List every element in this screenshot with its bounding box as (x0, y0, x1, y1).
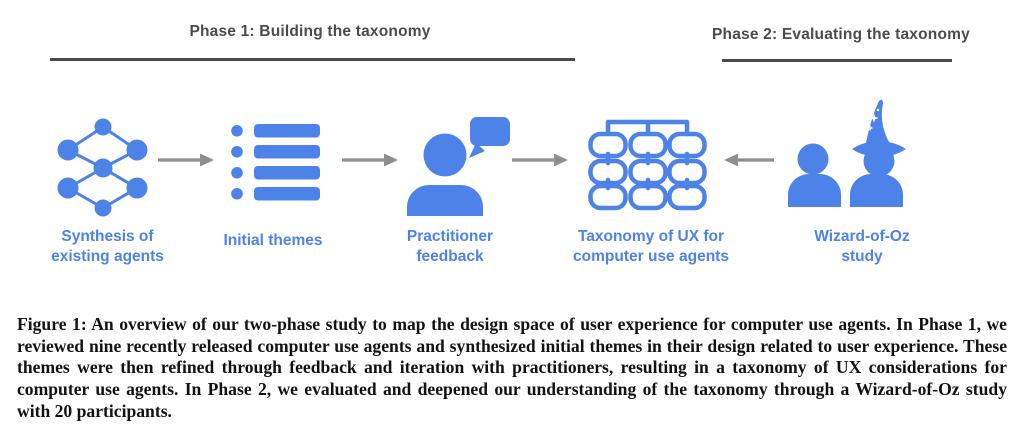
arrow-right-icon (512, 153, 568, 167)
taxonomy-chart-icon (588, 119, 707, 211)
step-label-practitioner-feedback: Practitioner feedback (406, 228, 494, 265)
practitioner-feedback-icon (407, 117, 510, 216)
network-graph-icon (57, 118, 148, 217)
step-label-wizard-of-oz: Wizard-of-Oz study (814, 228, 910, 265)
step-label-synthesis: Synthesis of existing agents (51, 228, 164, 265)
step-label-taxonomy: Taxonomy of UX for computer use agents (573, 228, 729, 265)
arrow-right-icon (342, 153, 398, 167)
bullet-list-icon (231, 124, 320, 201)
step-label-initial-themes: Initial themes (223, 232, 323, 249)
phase-2-header: Phase 2: Evaluating the taxonomy (712, 26, 970, 43)
arrow-right-icon (158, 153, 214, 167)
figure-caption: Figure 1: An overview of our two-phase s… (17, 314, 1007, 421)
phase-1-underline (50, 58, 575, 61)
phase-1-header: Phase 1: Building the taxonomy (189, 23, 431, 40)
phase-2-underline (722, 59, 952, 62)
arrow-left-icon (724, 153, 774, 167)
wizard-of-oz-icon (788, 99, 906, 207)
